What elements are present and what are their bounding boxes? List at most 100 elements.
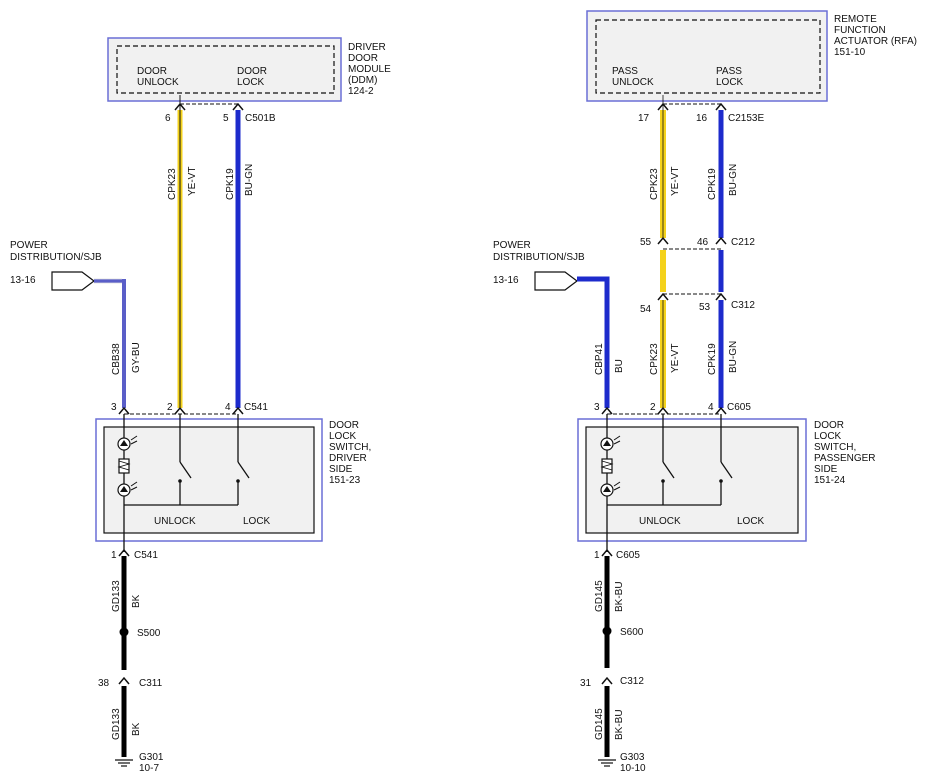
wire-gray-blue <box>94 279 126 408</box>
connector-arrow-icon <box>657 292 669 301</box>
resistor-icon <box>118 458 130 474</box>
ground-label: G301 <box>139 752 164 763</box>
ground-ref: 10-7 <box>139 763 159 774</box>
connector-arrow-icon <box>657 236 669 245</box>
power-source-icon <box>51 271 95 291</box>
passenger-side-circuit: PASS UNLOCK PASS LOCK REMOTE FUNCTION AC… <box>493 10 917 774</box>
switch-contact-icon <box>179 461 192 479</box>
pin-label: 1 <box>111 550 117 561</box>
switch-contact-icon <box>237 461 250 479</box>
connector-arrow-icon <box>118 676 130 685</box>
power-source-ref: 13-16 <box>10 275 36 286</box>
rfa-lock-label-2: LOCK <box>716 77 744 88</box>
pin-label: 4 <box>225 402 231 413</box>
pin-label: 55 <box>640 237 652 248</box>
switch-lock-label: LOCK <box>243 516 271 527</box>
pin-label: 2 <box>650 402 656 413</box>
connector-arrow-icon <box>715 406 727 415</box>
wire-circuit-label: CPK23 <box>167 168 178 200</box>
connector-label: C501B <box>245 113 276 124</box>
connector-arrow-icon <box>174 406 186 415</box>
wire-circuit-label: CPK19 <box>707 343 718 375</box>
wire-color-label: YE-VT <box>670 167 681 196</box>
pin-label: 53 <box>699 302 711 313</box>
connector-arrow-icon <box>657 406 669 415</box>
connector-label: C541 <box>244 402 268 413</box>
connector-arrow-icon <box>601 548 613 557</box>
pin-label: 54 <box>640 304 652 315</box>
rfa-lock-label-1: PASS <box>716 66 742 77</box>
ground-ref: 10-10 <box>620 763 646 774</box>
ground-icon <box>115 759 133 767</box>
connector-label: C312 <box>620 676 644 687</box>
switch-contact-icon <box>720 461 733 479</box>
pin-label: 38 <box>98 678 110 689</box>
splice-label: S600 <box>620 627 644 638</box>
power-source-label-2: DISTRIBUTION/SJB <box>493 252 585 263</box>
switch-unlock-label: UNLOCK <box>639 516 681 527</box>
wire-color-label: YE-VT <box>670 344 681 373</box>
switch-title-6: 151-24 <box>814 475 846 486</box>
wire-color-label: BU-GN <box>244 164 255 196</box>
ddm-lock-label-2: LOCK <box>237 77 265 88</box>
pin-label: 31 <box>580 678 592 689</box>
wire-circuit-label: CPK23 <box>649 343 660 375</box>
ddm-lock-label-1: DOOR <box>237 66 267 77</box>
connector-arrow-icon <box>232 406 244 415</box>
wire-circuit-label: CBP41 <box>594 343 605 375</box>
power-source-icon <box>534 271 578 291</box>
connector-label: C311 <box>139 678 163 689</box>
splice-icon <box>602 626 612 636</box>
wire-circuit-label: GD145 <box>594 580 605 612</box>
wire-color-label: BU <box>614 359 625 373</box>
switch-title-3: SWITCH, <box>329 442 371 453</box>
driver-door-module: DOOR UNLOCK DOOR LOCK <box>107 37 342 102</box>
switch-contact-icon <box>662 461 675 479</box>
connector-arrow-icon <box>232 102 244 111</box>
ddm-title-5: 124-2 <box>348 86 374 97</box>
ddm-unlock-label-2: UNLOCK <box>137 77 179 88</box>
ddm-title-4: (DDM) <box>348 75 377 86</box>
connector-label: C2153E <box>728 113 764 124</box>
remote-function-actuator: PASS UNLOCK PASS LOCK <box>586 10 828 102</box>
switch-title-5: SIDE <box>814 464 838 475</box>
connector-arrow-icon <box>118 406 130 415</box>
rfa-unlock-label-1: PASS <box>612 66 638 77</box>
ddm-title-3: MODULE <box>348 64 391 75</box>
wire-color-label: BK-BU <box>614 709 625 740</box>
pin-label: 4 <box>708 402 714 413</box>
rfa-title-4: 151-10 <box>834 47 866 58</box>
switch-unlock-label: UNLOCK <box>154 516 196 527</box>
passenger-door-lock-switch: UNLOCK LOCK <box>577 414 807 552</box>
wire-circuit-label: CBB38 <box>111 343 122 375</box>
connector-label: C312 <box>731 300 755 311</box>
wire-color-label: BU-GN <box>728 341 739 373</box>
pin-label: 2 <box>167 402 173 413</box>
ground-icon <box>598 759 616 767</box>
wire-color-label: BK <box>131 594 142 608</box>
pin-label: 1 <box>594 550 600 561</box>
wire-circuit-label: GD133 <box>111 708 122 740</box>
switch-title-2: LOCK <box>329 431 357 442</box>
ddm-title-1: DRIVER <box>348 42 386 53</box>
pin-label: 17 <box>638 113 650 124</box>
switch-title-6: 151-23 <box>329 475 361 486</box>
wire-circuit-label: CPK19 <box>225 168 236 200</box>
power-source-label-2: DISTRIBUTION/SJB <box>10 252 102 263</box>
switch-title-1: DOOR <box>814 420 844 431</box>
connector-label: C605 <box>727 402 751 413</box>
switch-title-4: DRIVER <box>329 453 367 464</box>
splice-icon <box>119 627 129 637</box>
switch-title-3: SWITCH, <box>814 442 856 453</box>
power-source-ref: 13-16 <box>493 275 519 286</box>
driver-side-circuit: DOOR UNLOCK DOOR LOCK DRIVER DOOR MODULE… <box>10 37 391 774</box>
wire-color-label: BK <box>131 722 142 736</box>
wire-circuit-label: CPK23 <box>649 168 660 200</box>
connector-label: C605 <box>616 550 640 561</box>
pin-label: 5 <box>223 113 229 124</box>
switch-title-2: LOCK <box>814 431 842 442</box>
pin-label: 3 <box>594 402 600 413</box>
ground-label: G303 <box>620 752 645 763</box>
connector-arrow-icon <box>118 548 130 557</box>
driver-door-lock-switch: UNLOCK LOCK <box>95 414 323 552</box>
